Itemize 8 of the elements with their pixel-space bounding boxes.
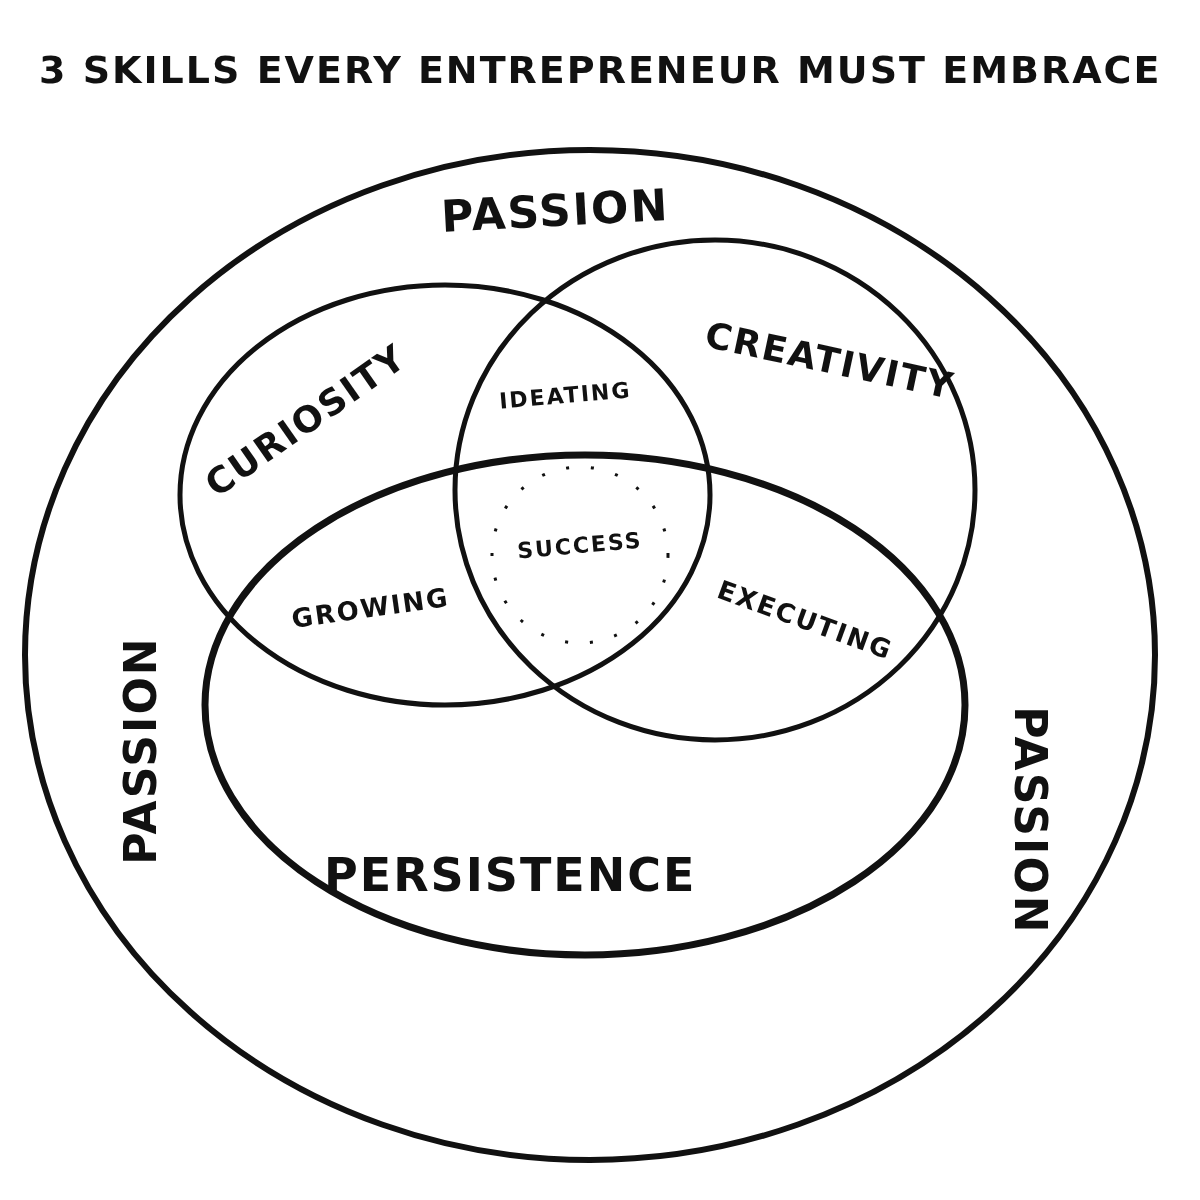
skill-label: PASSION [1004, 705, 1056, 935]
region-label: IDEATING [498, 376, 633, 414]
skill-label: PASSION [114, 635, 166, 865]
skill-label: PASSION [439, 178, 671, 242]
skill-label: PERSISTENCE [324, 848, 697, 902]
region-label: GROWING [289, 582, 451, 634]
title: 3 SKILLS EVERY ENTREPRENEUR MUST EMBRACE [39, 48, 1162, 92]
region-label: SUCCESS [516, 527, 644, 563]
